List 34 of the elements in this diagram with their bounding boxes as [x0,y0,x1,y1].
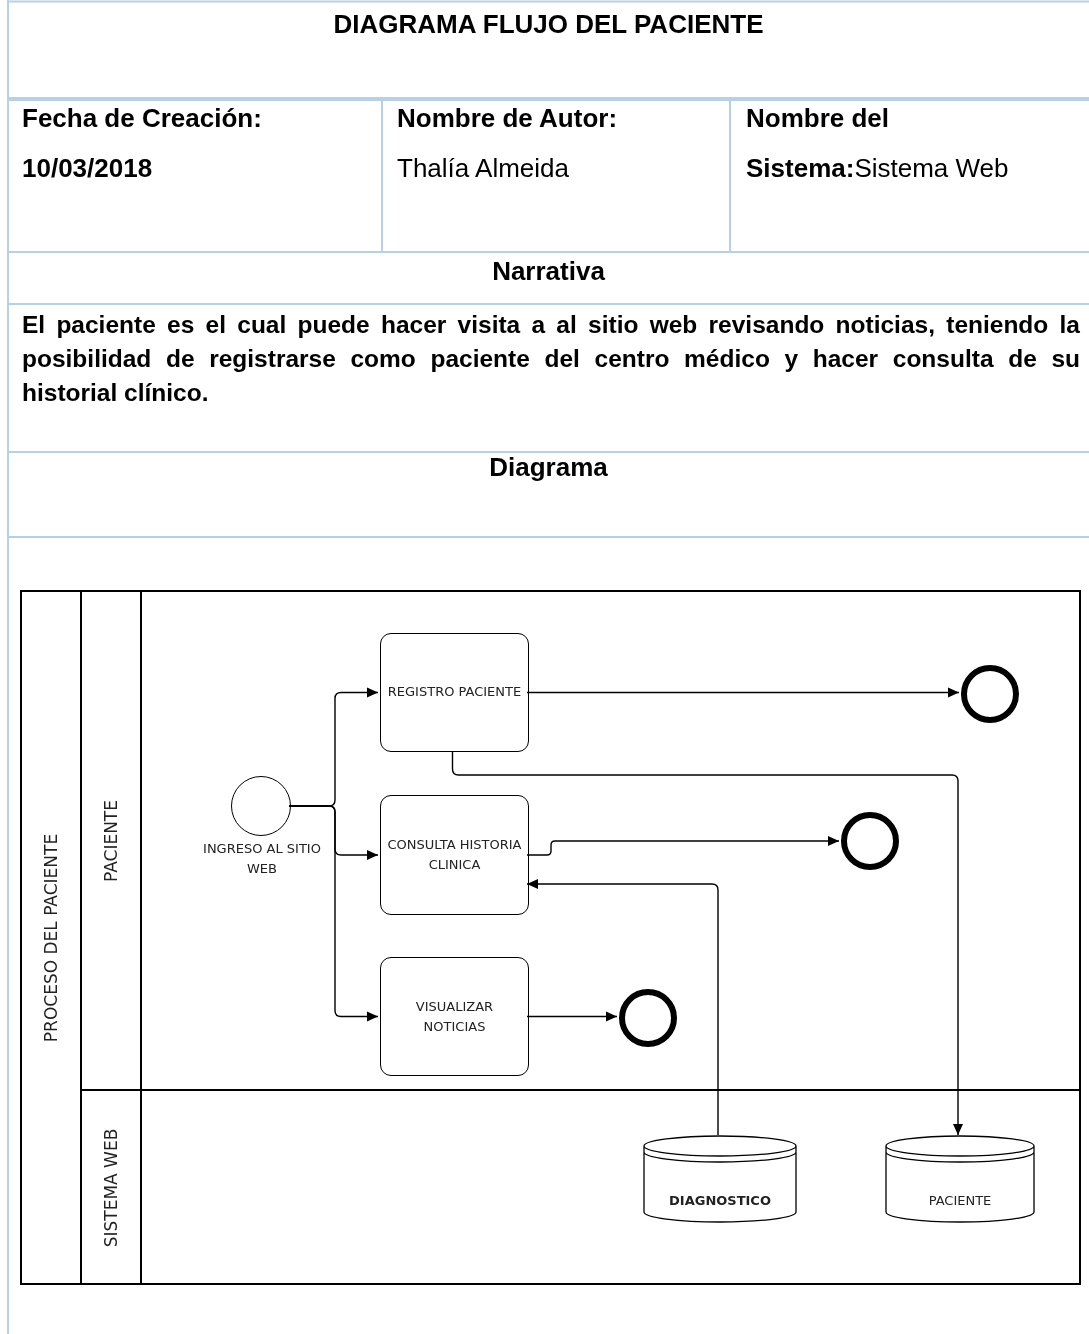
flow-arrow [451,751,963,1136]
field-label: Fecha de Creación: [22,102,263,135]
task-label: CONSULTA HISTORIA CLINICA [386,836,523,874]
flow-arrow [526,879,719,1136]
database-label: PACIENTE [927,1192,993,1210]
database-cylinder [643,1135,797,1223]
lane-label: SISTEMA WEB [101,1128,121,1247]
pool-label: PROCESO DEL PACIENTE [41,833,61,1043]
end-event-circle [961,665,1019,723]
database-cylinder [885,1135,1035,1223]
swimlane [80,590,1081,1091]
document-title: DIAGRAMA FLUJO DEL PACIENTE [332,8,765,41]
flow-arrow [526,1011,618,1022]
section-heading: Narrativa [491,255,606,288]
task-label: REGISTRO PACIENTE [387,683,522,701]
task-box [380,957,529,1076]
end-event-circle [841,812,899,870]
end-event-circle [619,989,677,1047]
narrative-paragraph: El paciente es el cual puede hacer visita a al sitio web revisando noticias, teniendo la posibilidad de registrarse como paciente del centro médico y hacer consulta de su historial clínico. [22,310,1080,408]
pool-band [20,590,1081,1285]
section-heading: Diagrama [488,451,609,484]
task-box [380,795,529,915]
task-box [380,633,529,752]
field-value: Thalía Almeida [397,152,570,185]
flow-arrow [288,805,379,1022]
field-value: 10/03/2018 [22,152,154,185]
flow-arrow [526,836,840,856]
task-label: VISUALIZAR NOTICIAS [414,997,495,1036]
event-label: INGRESO AL SITIO WEB [202,840,322,878]
field-label: Nombre de Autor: [397,102,619,135]
database-label: DIAGNOSTICO [668,1192,772,1210]
flow-arrow [526,687,960,698]
lane-label: PACIENTE [101,799,121,882]
field-text: Nombre del Sistema:Sistema Web [746,102,1010,185]
